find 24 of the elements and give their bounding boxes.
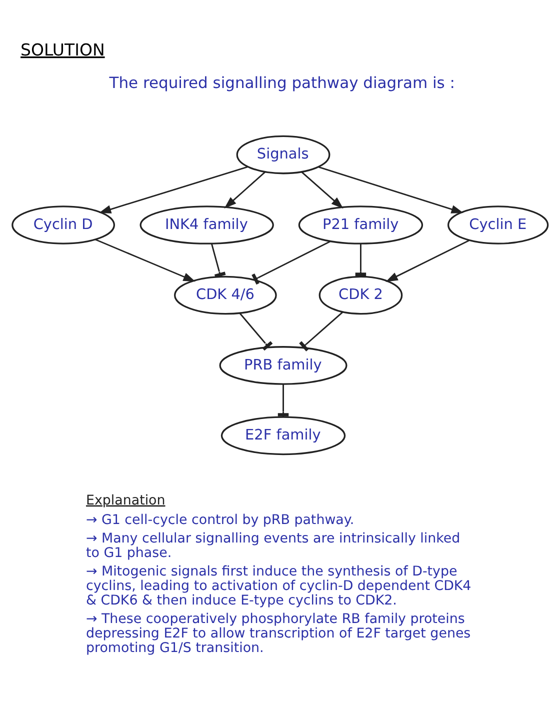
label: → G1 cell-cycle control by pRB pathway. xyxy=(86,512,354,528)
label: → These cooperatively phosphorylate RB family proteins depressing E2F to allow transcription of E2F target genes promoting G1/S transition. xyxy=(86,612,471,656)
connector xyxy=(278,384,289,417)
arrow xyxy=(95,238,196,282)
label: Explanation xyxy=(86,493,166,508)
diagram-title: SOLUTION xyxy=(20,40,105,60)
node-ellipse: CDK 2 xyxy=(318,276,403,315)
connector xyxy=(299,312,344,352)
connector xyxy=(239,312,273,351)
arrow xyxy=(224,171,266,208)
label: → Mitogenic signals first induce the synthesis of D-type cyclins, leading to activation of cyclin-D dependent CDK4 & CDK6 & then induce E-type cyclins to CDK2. xyxy=(86,564,472,608)
node-ellipse: PRB family xyxy=(219,346,348,385)
node-ellipse: P21 family xyxy=(298,206,424,244)
node-ellipse: Signals xyxy=(236,135,330,174)
arrow xyxy=(98,166,248,214)
connector xyxy=(355,244,366,276)
arrow xyxy=(318,166,464,214)
node-ellipse: INK4 family xyxy=(140,206,274,244)
node-ellipse: E2F family xyxy=(220,416,346,456)
label: The required signalling pathway diagram is : xyxy=(109,74,456,92)
label: → Many cellular signalling events are intrinsically linked to G1 phase. xyxy=(86,531,460,561)
connector xyxy=(210,243,226,278)
arrow xyxy=(301,171,344,209)
arrow xyxy=(386,240,470,282)
